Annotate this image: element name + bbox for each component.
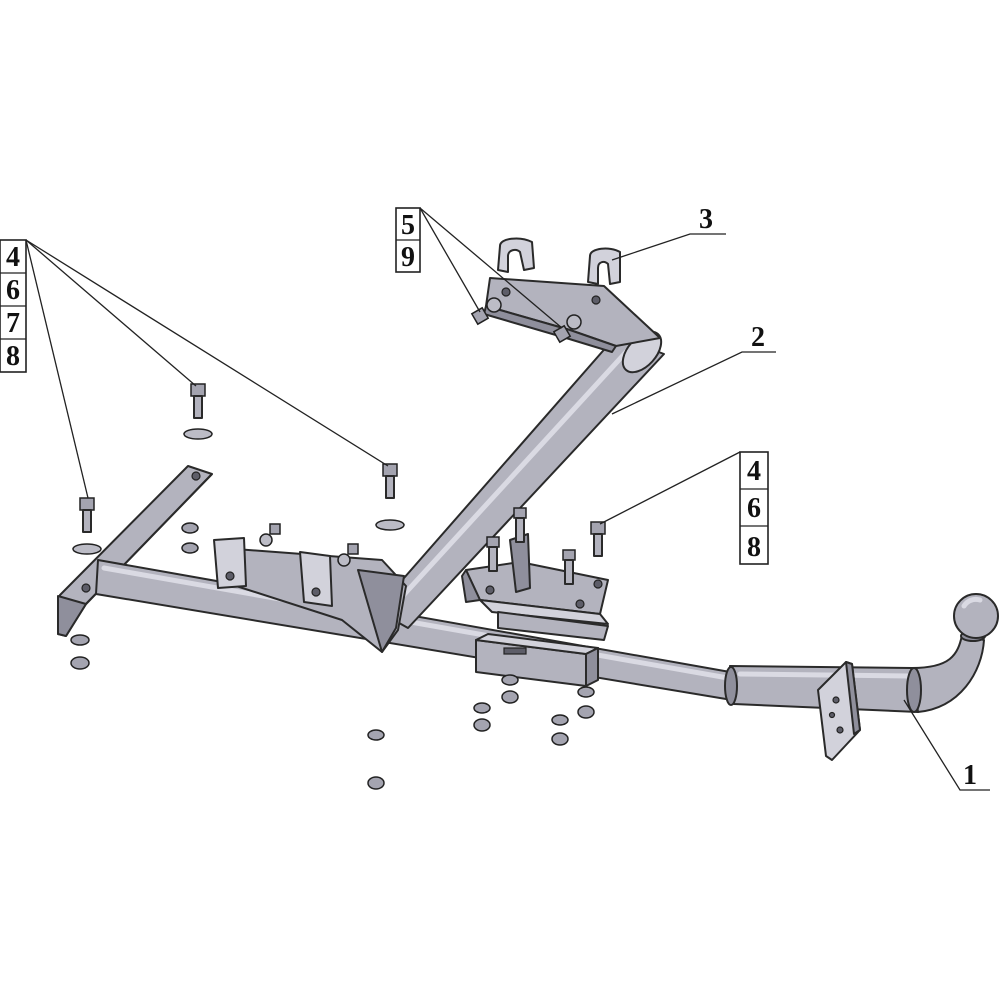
bolt-left-lower (72, 497, 102, 555)
callout-left-8: 8 (6, 341, 20, 372)
socket-plate (817, 661, 861, 761)
callout-right-8: 8 (747, 532, 761, 563)
callout-left-6: 6 (6, 275, 20, 306)
callout-left-4: 4 (6, 242, 20, 273)
left-plate-bolts (259, 523, 359, 567)
callout-part-2: 2 (751, 322, 765, 353)
callout-left-group: 4 6 7 8 (0, 239, 27, 373)
callout-right-6: 6 (747, 493, 761, 524)
leader-lines (25, 207, 990, 791)
tow-ball (953, 593, 999, 639)
tow-ball-neck (906, 630, 986, 713)
left-arm-mounting-plate (213, 537, 407, 653)
center-tube-clamp (475, 633, 599, 687)
center-mounting-bracket (461, 533, 609, 641)
callout-top-9: 9 (401, 242, 415, 273)
callout-right-4: 4 (747, 456, 761, 487)
top-bracket (483, 237, 661, 353)
callout-top-5: 5 (401, 210, 415, 241)
callout-part-1: 1 (963, 760, 977, 791)
nuts-left-lower (70, 634, 90, 670)
callout-top-group: 5 9 (395, 207, 421, 273)
top-bracket-bolts (470, 297, 582, 344)
bolt-left-upper (183, 383, 213, 440)
callout-left-7: 7 (6, 308, 20, 339)
bolt-center (375, 463, 405, 531)
bolt-right (590, 521, 606, 557)
callout-part-3: 3 (699, 204, 713, 235)
callout-right-group: 4 6 8 (739, 451, 769, 565)
nuts-left-bracket (181, 522, 199, 554)
center-bracket-bolts (486, 507, 576, 585)
nuts-center (367, 674, 595, 790)
